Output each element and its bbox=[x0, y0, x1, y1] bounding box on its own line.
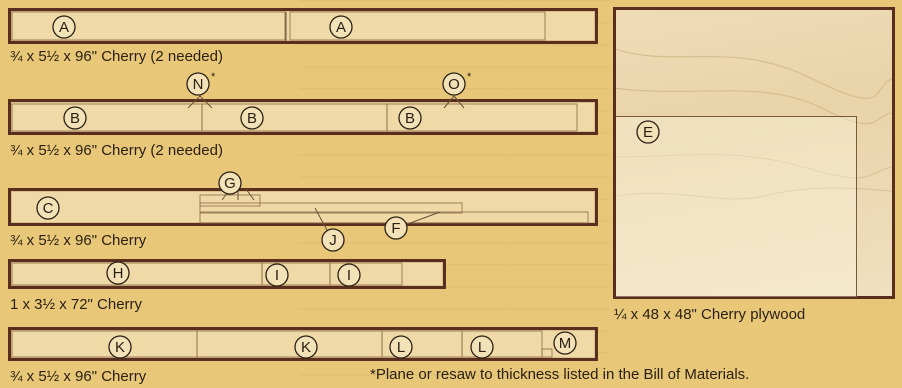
board-4-caption: 1 x 3½ x 72" Cherry bbox=[10, 296, 142, 313]
svg-text:N: N bbox=[193, 76, 204, 93]
board-5-stock bbox=[8, 327, 598, 361]
board-1-stock bbox=[8, 8, 598, 44]
board-1-caption: ¾ x 5½ x 96" Cherry (2 needed) bbox=[10, 48, 223, 65]
part-E-outline bbox=[616, 116, 857, 297]
plywood-sheet bbox=[613, 7, 895, 299]
board-4-stock bbox=[8, 259, 446, 289]
label-N: N * bbox=[187, 71, 216, 95]
board-5-caption: ¾ x 5½ x 96" Cherry bbox=[10, 368, 146, 385]
svg-text:*: * bbox=[211, 71, 216, 83]
board-3-stock bbox=[8, 188, 598, 226]
plywood-caption: ¼ x 48 x 48" Cherry plywood bbox=[614, 306, 805, 323]
board-3-caption: ¾ x 5½ x 96" Cherry bbox=[10, 232, 146, 249]
board-2-stock bbox=[8, 99, 598, 135]
footnote: *Plane or resaw to thickness listed in t… bbox=[370, 366, 749, 383]
board-2-caption: ¾ x 5½ x 96" Cherry (2 needed) bbox=[10, 142, 223, 159]
